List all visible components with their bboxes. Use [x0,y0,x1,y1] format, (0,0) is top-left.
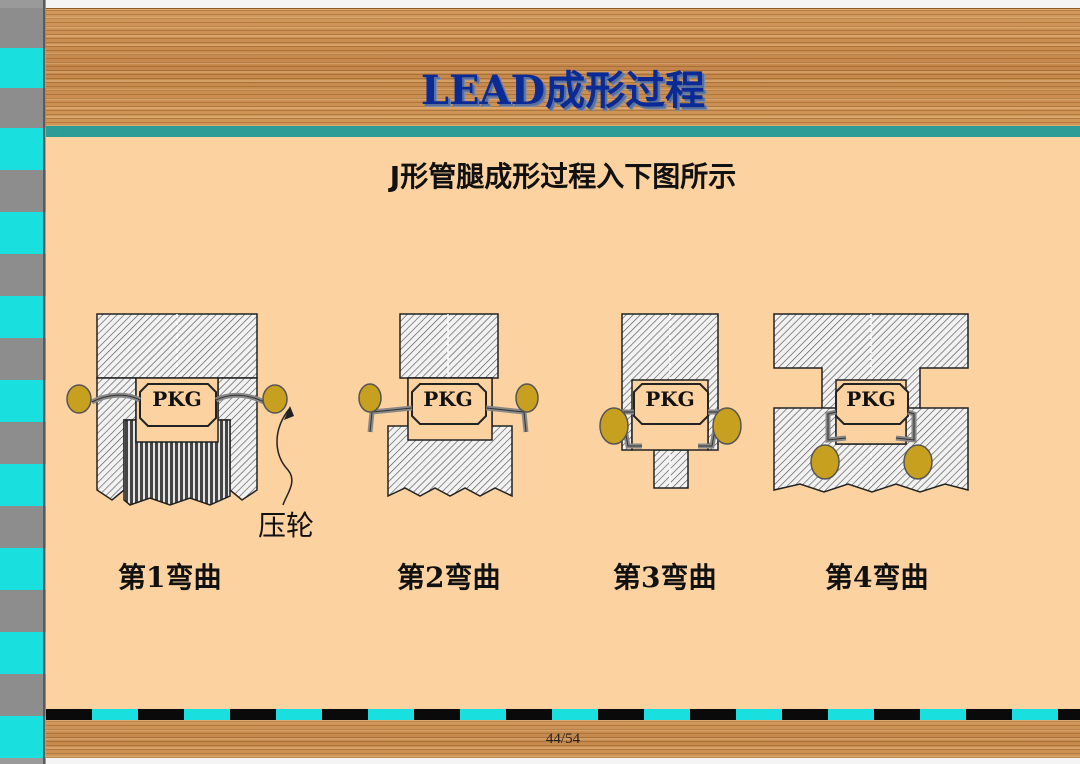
left-color-strip [0,0,46,764]
slide-subtitle: J形管腿成形过程入下图所示 [389,160,737,193]
step-2-diagram: PKG [358,313,539,498]
step-3-label: 第3弯曲 [613,561,717,594]
callout-arrow [276,407,293,506]
footer-checker-band [46,709,1080,720]
page-number: 44/54 [545,731,581,747]
step-1-diagram: PKG [66,313,294,506]
step-4-label: 第4弯曲 [825,561,929,594]
pkg-label-2: PKG [423,387,473,411]
step-4-diagram: PKG [773,313,969,493]
pkg-label-4: PKG [846,387,896,411]
pkg-label-3: PKG [645,387,695,411]
step-3-diagram: PKG [599,313,742,489]
header-divider [46,126,1080,137]
slide-title: LEAD成形过程 [420,67,706,114]
header-wood-banner [46,8,1080,127]
pkg-label-1: PKG [152,387,202,411]
step-2-label: 第2弯曲 [397,561,501,594]
step-1-label: 第1弯曲 [118,561,222,594]
footer-wood-banner [46,720,1080,758]
roller-callout-label: 压轮 [258,509,315,542]
